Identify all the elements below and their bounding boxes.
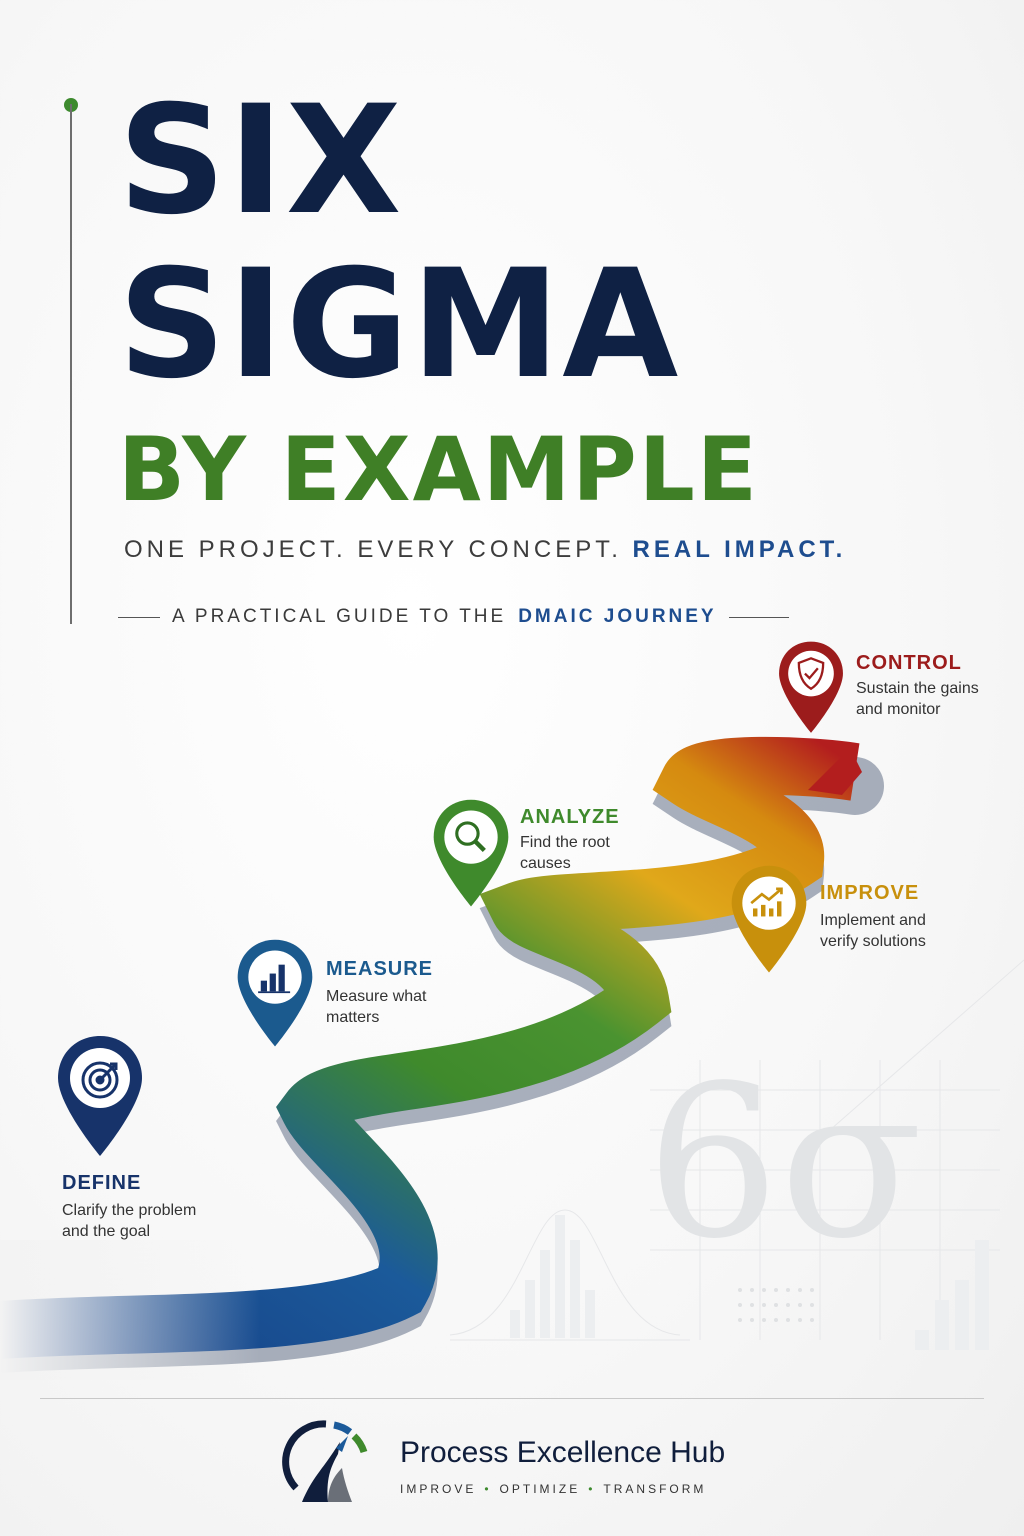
subtitle: A PRACTICAL GUIDE TO THE DMAIC JOURNEY [118,606,789,628]
subtitle-right-rule [728,616,789,618]
brand-tagline: IMPROVE • OPTIMIZE • TRANSFORM [400,1482,706,1496]
shield-check-icon [797,657,825,691]
title-line-sigma: SIGMA [118,238,681,412]
analyze-pin [433,799,509,907]
subtitle-accent: DMAIC JOURNEY [518,606,717,627]
brand-tag-transform: TRANSFORM [603,1482,707,1496]
measure-title: MEASURE [326,958,434,980]
improve-title: IMPROVE [820,882,920,904]
tagline-accent: REAL IMPACT. [632,536,847,563]
bullet-dot-icon: • [484,1482,492,1496]
define-pin [58,1036,142,1156]
title-line-by-example: BY EXAMPLE [118,418,759,521]
subtitle-text: A PRACTICAL GUIDE TO THE [172,606,507,627]
control-pin [779,641,843,733]
control-desc: Sustain the gains and monitor [856,680,979,718]
analyze-desc: Find the root causes [520,834,610,872]
magnifier-icon [455,821,486,853]
measure-pin [237,939,313,1047]
brand-logo-icon [282,1420,368,1502]
tagline: ONE PROJECT. EVERY CONCEPT. REAL IMPACT. [124,536,846,564]
trend-up-icon [750,887,783,917]
control-title: CONTROL [856,652,962,674]
sigma-watermark: 6σ [646,1040,923,1285]
bullet-dot-icon: • [588,1482,596,1496]
brand-tag-improve: IMPROVE [400,1482,477,1496]
brand-tag-optimize: OPTIMIZE [499,1482,581,1496]
road-arrowhead [808,748,862,795]
define-desc: Clarify the problem and the goal [62,1202,197,1240]
subtitle-left-rule [118,616,160,618]
target-icon [81,1061,119,1099]
tagline-text: ONE PROJECT. EVERY CONCEPT. [124,536,622,563]
measure-desc: Measure what matters [326,988,427,1026]
improve-pin [731,865,807,973]
title-line-six: SIX [118,74,404,248]
improve-desc: Implement and verify solutions [820,912,926,950]
bar-chart-icon [258,964,291,994]
road-surface [0,736,860,1359]
analyze-title: ANALYZE [520,806,620,828]
brand-name: Process Excellence Hub [400,1436,726,1469]
accent-vertical-line [70,104,72,624]
road-fade [0,1240,260,1380]
footer-divider [40,1398,984,1399]
define-title: DEFINE [62,1172,142,1194]
